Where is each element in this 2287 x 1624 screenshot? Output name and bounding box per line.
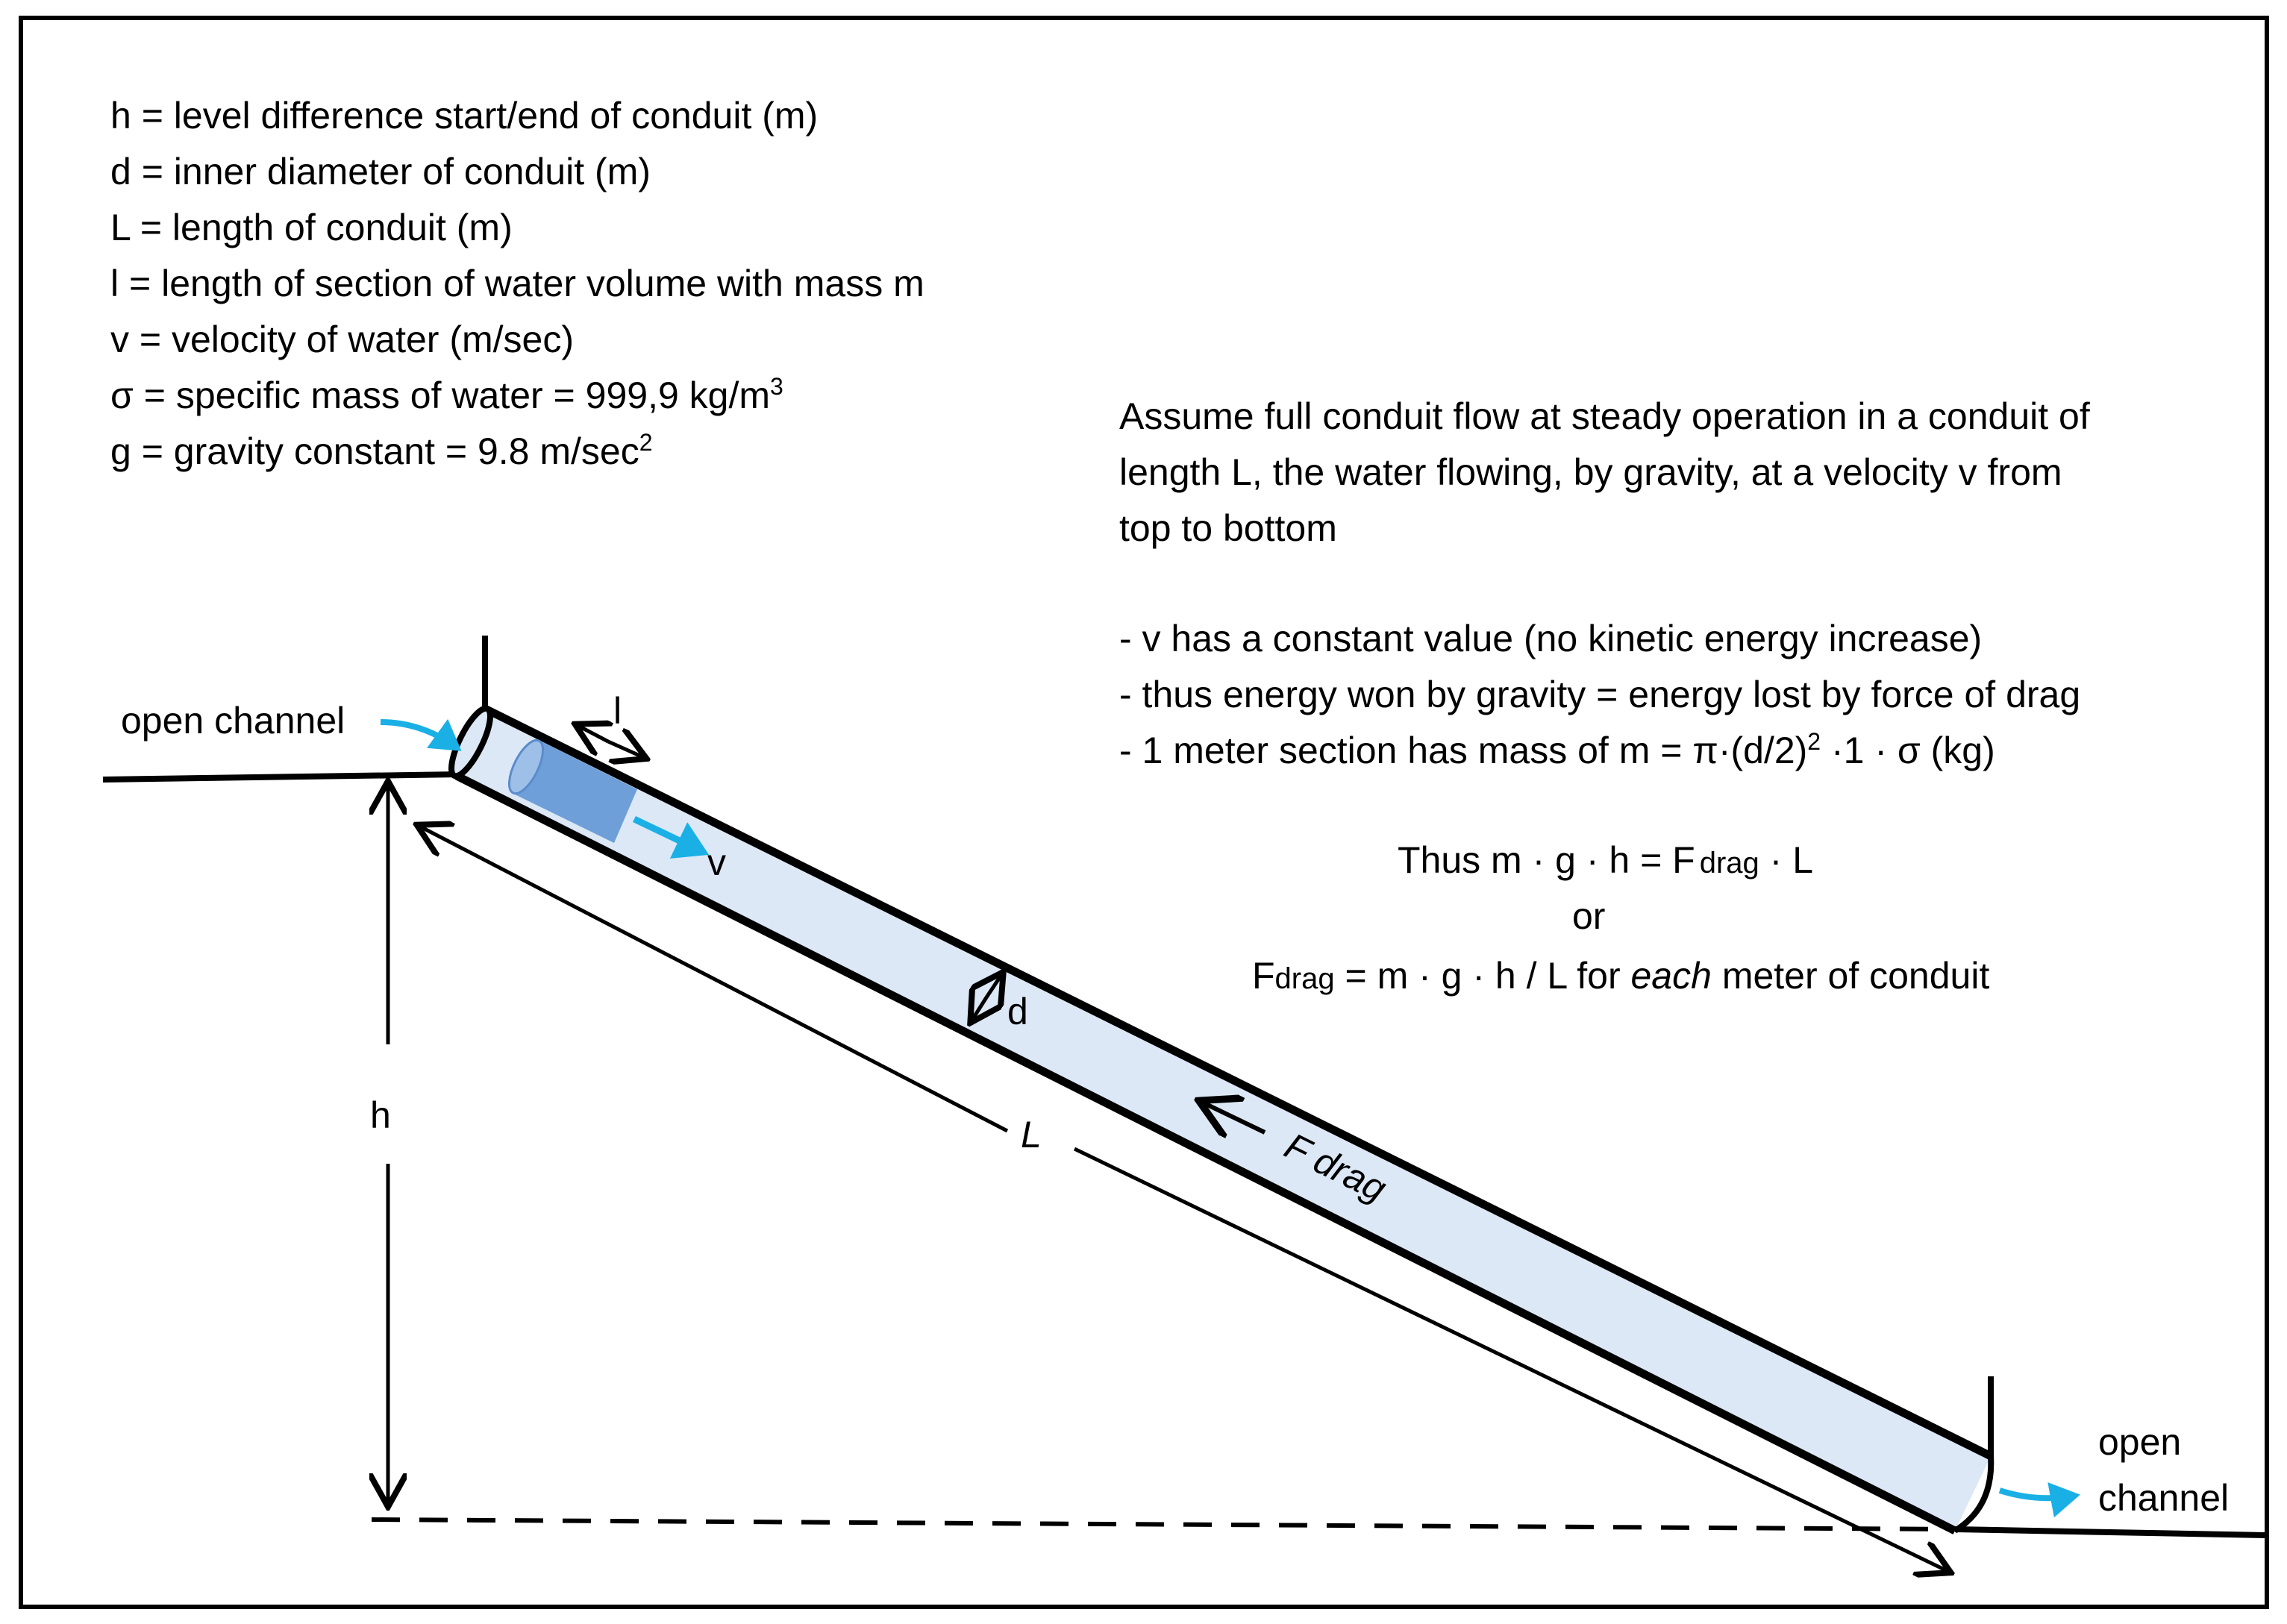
velocity-arrow [633,815,710,859]
water-volume-face [508,739,544,795]
equation-thus-text: Thus m · g · h = F [1398,839,1695,881]
water-volume-section [513,740,637,843]
ground-bottom [1954,1526,2266,1538]
legend-g-text: g = gravity constant = 9.8 m/sec [110,430,639,472]
label-d: d [1007,991,1028,1032]
equation-fdrag-each: each [1630,955,1711,997]
legend-g: g = gravity constant = 9.8 m/sec2 [110,429,653,472]
equation-or: or [1572,895,1605,937]
label-channel-bottom: channel [2098,1477,2229,1519]
conduit-bottom-edge [454,772,1957,1534]
label-v: v [707,841,726,883]
bullet-3-superscript: 2 [1807,728,1821,755]
legend-sigma-superscript: 3 [770,373,783,400]
bullet-3-text-a: - 1 meter section has mass of m = π·(d/2… [1119,730,1807,771]
diagram-frame [19,16,2269,1609]
equation-fdrag-subscript: drag [1275,962,1335,995]
legend-l: l = length of section of water volume wi… [110,263,925,304]
bullet-3-text-b: ·1 · σ (kg) [1821,730,1995,771]
equation-fdrag-end: meter of conduit [1712,955,1990,997]
explanation-bullet-1: - v has a constant value (no kinetic ene… [1119,618,1982,659]
legend-d: d = inner diameter of conduit (m) [110,151,651,192]
label-open-channel-top: open channel [121,700,345,742]
legend-h: h = level difference start/end of condui… [110,95,818,137]
label-h: h [370,1094,391,1136]
label-L: L [1021,1114,1042,1156]
inflow-arrow [380,718,462,751]
outflow-arrow [1998,1482,2080,1518]
bottom-level-reference-line [371,1517,1956,1531]
equation-thus-end: · L [1759,839,1813,881]
explanation-line-1: Assume full conduit flow at steady opera… [1119,395,2090,437]
d-dimension-arrow-b [972,997,986,1020]
legend-g-superscript: 2 [639,429,653,456]
label-open-bottom: open [2098,1421,2181,1463]
conduit-top-edge [483,705,1993,1460]
explanation-line-3: top to bottom [1119,507,1337,549]
equation-thus-subscript: drag [1700,847,1759,880]
drag-force-arrow [1203,1103,1266,1132]
L-dimension-upper [420,827,1009,1133]
equation-fdrag: Fdrag = m · g · h / L for each meter of … [1252,955,1989,997]
conduit-outlet-mouth [1953,1455,1995,1534]
l-dimension-arrow-b [607,742,643,757]
equation-fdrag-F: F [1252,955,1275,997]
l-dimension-arrow-a [578,726,608,742]
explanation-line-2: length L, the water flowing, by gravity,… [1119,451,2062,493]
L-dimension-lower [1073,1147,1947,1571]
explanation-bullet-3: - 1 meter section has mass of m = π·(d/2… [1119,728,1995,771]
legend-L: L = length of conduit (m) [110,207,513,248]
explanation-bullet-2: - thus energy won by gravity = energy lo… [1119,674,2080,715]
label-l: l [613,690,622,732]
legend-sigma: σ = specific mass of water = 999,9 kg/m3 [110,373,783,416]
conduit-pipe [457,709,1991,1531]
ground-top [102,771,460,783]
legend-v: v = velocity of water (m/sec) [110,319,574,360]
legend-sigma-text: σ = specific mass of water = 999,9 kg/m [110,374,770,416]
equation-fdrag-text: = m · g · h / L for [1335,955,1631,997]
